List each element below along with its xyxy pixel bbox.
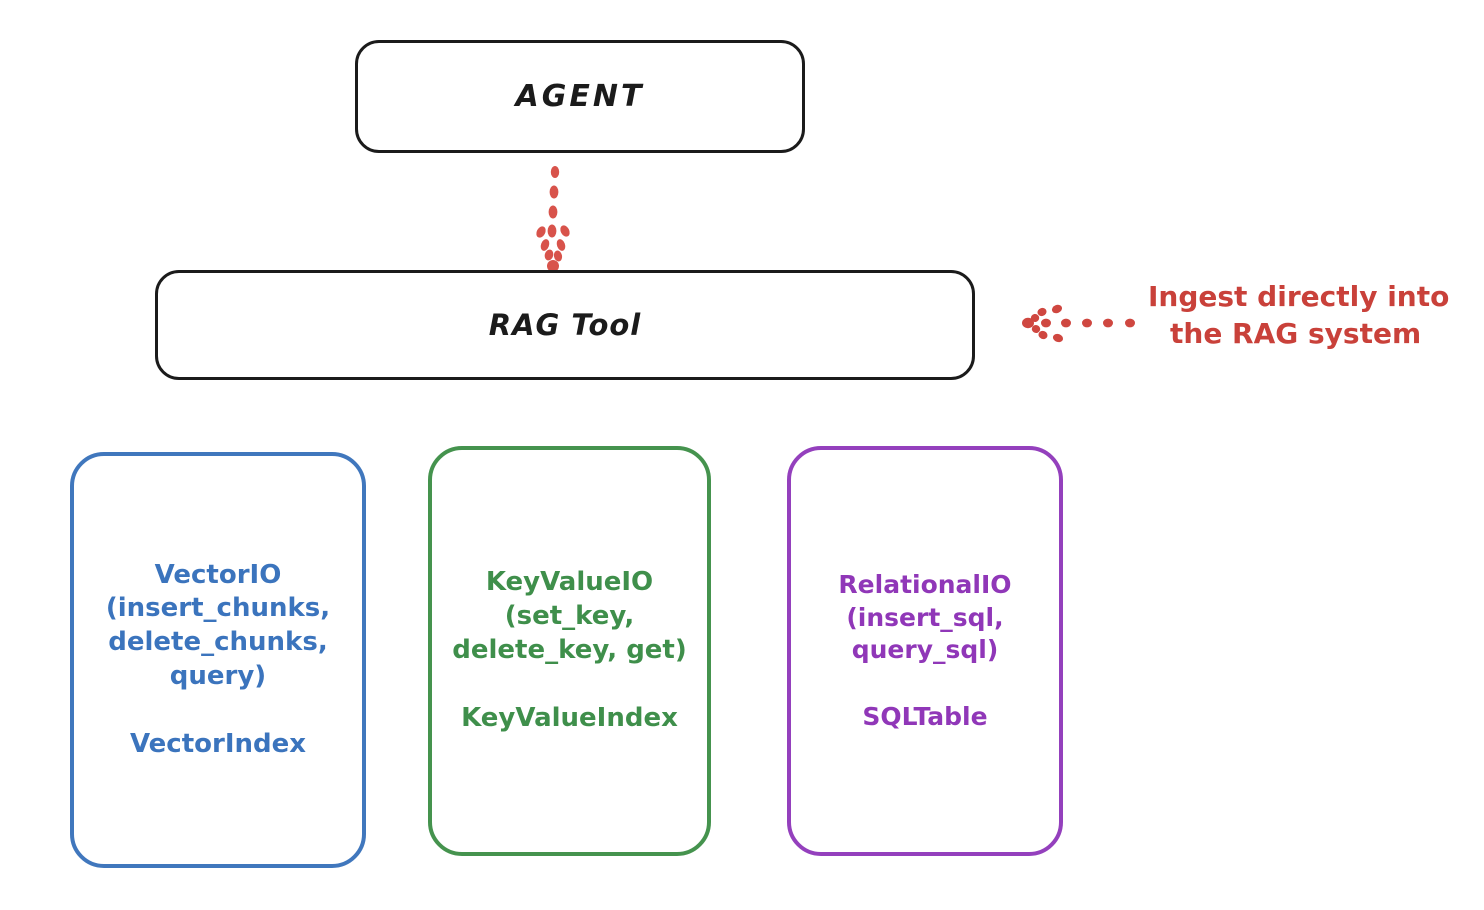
vector-io-api-line-1: VectorIO bbox=[154, 559, 282, 590]
key-value-index-label: KeyValueIndex bbox=[461, 702, 678, 733]
dotted-arrow-agent-to-rag bbox=[536, 166, 570, 272]
key-value-io-node[interactable]: KeyValueIO (set_key, delete_key, get) Ke… bbox=[428, 446, 711, 856]
ingest-annotation-line-2: the RAG system bbox=[1170, 316, 1422, 350]
relational-io-api-line-2: (insert_sql, bbox=[846, 602, 1004, 632]
relational-io-content: RelationalIO (insert_sql, query_sql) SQL… bbox=[797, 569, 1053, 733]
rag-tool-node-label: RAG Tool bbox=[488, 308, 642, 342]
agent-node-label: AGENT bbox=[515, 79, 645, 114]
relational-io-api-line-1: RelationalIO bbox=[838, 570, 1012, 599]
relational-io-node[interactable]: RelationalIO (insert_sql, query_sql) SQL… bbox=[787, 446, 1063, 856]
vector-index-label: VectorIndex bbox=[129, 728, 307, 759]
agent-node[interactable]: AGENT bbox=[355, 40, 805, 153]
vector-io-api-line-2: (insert_chunks, bbox=[105, 593, 331, 624]
vector-io-content: VectorIO (insert_chunks, delete_chunks, … bbox=[80, 559, 356, 762]
rag-tool-node[interactable]: RAG Tool bbox=[155, 270, 975, 380]
key-value-io-api-line-3: delete_key, get) bbox=[452, 635, 687, 665]
dotted-arrow-annotation-to-rag bbox=[1022, 304, 1135, 343]
ingest-annotation-line-1: Ingest directly into bbox=[1148, 280, 1450, 313]
vector-io-api-line-4: query) bbox=[169, 660, 267, 691]
vector-io-api-line-3: delete_chunks, bbox=[108, 627, 328, 658]
vector-io-node[interactable]: VectorIO (insert_chunks, delete_chunks, … bbox=[70, 452, 366, 868]
key-value-io-content: KeyValueIO (set_key, delete_key, get) Ke… bbox=[438, 566, 701, 735]
sql-table-label: SQLTable bbox=[862, 701, 988, 731]
key-value-io-api-line-1: KeyValueIO bbox=[485, 567, 654, 598]
relational-io-api-line-3: query_sql) bbox=[851, 635, 999, 664]
key-value-io-api-line-2: (set_key, bbox=[504, 601, 635, 632]
ingest-annotation: Ingest directly into the RAG system bbox=[1148, 279, 1478, 353]
